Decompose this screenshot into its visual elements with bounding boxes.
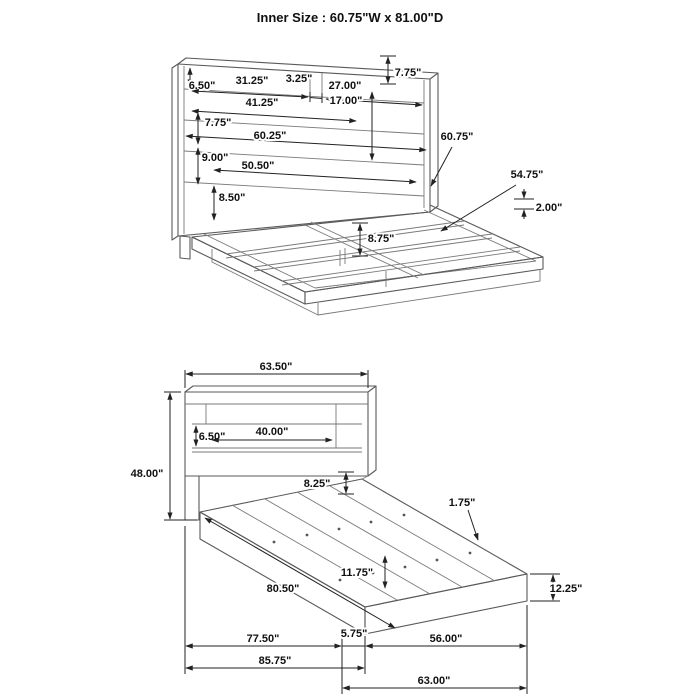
dim-label-foot-width: 63.00"	[418, 675, 451, 687]
dim-lower-shelf-width: 50.50"	[213, 158, 417, 185]
dim-label-support-height: 8.75"	[368, 233, 395, 245]
dim-label-shelf-height: 6.50"	[189, 80, 216, 92]
dim-label-lower-row-height: 9.00"	[202, 152, 229, 164]
dim-label-total-depth: 85.75"	[259, 655, 292, 667]
dim-label-headboard-height: 48.00"	[131, 468, 164, 480]
dim-platform-height: 12.25"	[530, 573, 584, 602]
dim-headboard-width: 63.50"	[184, 359, 369, 388]
dim-label-slat-span: 54.75"	[511, 169, 544, 181]
dim-top-right-height: 7.75"	[380, 55, 423, 85]
dim-foot-thickness: 5.75"	[339, 626, 369, 652]
bottom-view-bed-outline	[184, 385, 528, 635]
dim-inner-foot-width: 56.00"	[365, 631, 527, 649]
dim-label-inner-width: 60.75"	[441, 131, 474, 143]
dim-label-mid-opening-width: 41.25"	[246, 97, 279, 109]
dim-inner-depth: 80.50"	[204, 517, 396, 629]
dim-label-clearance-height: 11.75"	[341, 567, 373, 579]
top-view-bed-outline	[171, 57, 544, 316]
dim-slat-span: 54.75"	[440, 167, 545, 232]
dim-label-right-section-height: 17.00"	[330, 95, 363, 107]
bottom-view: 63.50" 48.00" 6.50" 40.00" 8.25" 1.75" 1…	[129, 359, 584, 694]
dim-inner-width: 60.75"	[430, 129, 475, 187]
dim-label-full-shelf-width: 60.25"	[254, 130, 287, 142]
dim-slat-thickness: 1.75"	[447, 495, 479, 541]
dim-deck-depth: 77.50"	[185, 631, 342, 649]
page-title: Inner Size : 60.75"W x 81.00"D	[257, 10, 443, 25]
dim-label-inner-depth: 80.50"	[267, 583, 300, 595]
dim-label-shelf-height-bottom: 6.50"	[199, 431, 226, 443]
dim-total-depth: 85.75"	[185, 653, 365, 671]
dim-shelf-width-left: 31.25"	[191, 73, 309, 100]
dim-shelf-height-bottom: 6.50"	[193, 425, 227, 447]
dim-label-top-right-height: 7.75"	[395, 67, 422, 79]
top-view: 6.50" 31.25" 3.25" 27.00" 7.75" 41.25" 1…	[171, 55, 564, 316]
dim-label-row-height: 7.75"	[205, 117, 232, 129]
dim-label-deck-depth: 77.50"	[247, 633, 280, 645]
dim-divider-width: 3.25"	[284, 71, 323, 103]
dim-label-inner-foot-width: 56.00"	[430, 633, 463, 645]
dim-ledge-height: 8.25"	[302, 471, 354, 495]
dim-label-lower-shelf-width: 50.50"	[242, 160, 275, 172]
dim-full-shelf-width: 60.25"	[185, 128, 427, 153]
dim-label-shelf-width-right: 27.00"	[329, 80, 362, 92]
dim-shelf-height: 6.50"	[187, 67, 217, 94]
dim-row-height: 7.75"	[195, 112, 233, 145]
dim-clearance-height: 11.75"	[339, 555, 388, 589]
dim-label-headboard-width: 63.50"	[260, 361, 293, 373]
dim-shelf-width-right: 27.00"	[325, 78, 423, 108]
dim-mid-opening-width: 41.25"	[191, 95, 357, 124]
dim-label-rail-thickness: 2.00"	[536, 202, 563, 214]
dim-label-platform-height: 12.25"	[550, 583, 583, 595]
dim-label-shelf-width-left: 31.25"	[236, 75, 269, 87]
dim-label-divider-width: 3.25"	[286, 73, 313, 85]
dim-headboard-height: 48.00"	[129, 391, 197, 521]
dim-label-shelf-opening-width: 40.00"	[256, 426, 289, 438]
dim-lower-row-height: 9.00"	[195, 147, 230, 185]
dim-foot-width: 63.00"	[342, 673, 527, 691]
dim-shelf-opening-width: 40.00"	[211, 424, 333, 443]
dim-support-height: 8.75"	[352, 222, 396, 257]
dim-label-ledge-height: 8.25"	[304, 478, 331, 490]
dim-label-base-height: 8.50"	[219, 192, 246, 204]
dim-right-section-height: 17.00"	[328, 91, 375, 161]
dim-base-height: 8.50"	[211, 185, 247, 221]
dim-label-foot-thickness: 5.75"	[341, 628, 368, 640]
dim-rail-thickness: 2.00"	[514, 189, 564, 219]
dim-label-slat-thickness: 1.75"	[449, 497, 476, 509]
